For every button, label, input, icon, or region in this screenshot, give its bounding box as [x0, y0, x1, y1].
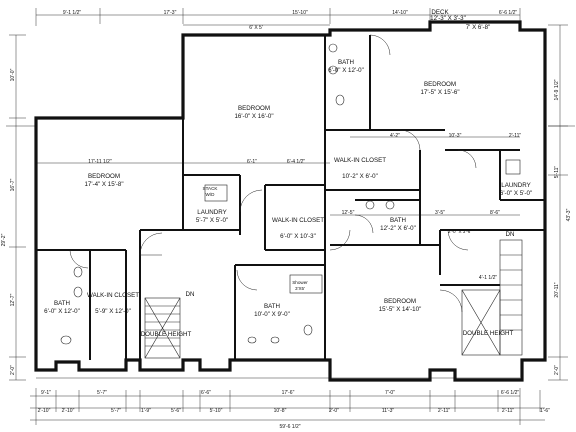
svg-text:1'-6": 1'-6": [540, 408, 550, 414]
bedroom-1-size: 16'-0" X 16'-0": [234, 113, 273, 120]
doors: [69, 34, 477, 313]
svg-text:9'-1 1/2": 9'-1 1/2": [63, 10, 82, 16]
laundry-1-size: 5'-7" X 5'-0": [196, 217, 228, 224]
svg-text:17'-11 1/2": 17'-11 1/2": [88, 159, 112, 165]
closet-size-label: 2'-0" X 3'-6": [448, 229, 472, 234]
stairs-dn-label-1: DN: [186, 291, 195, 298]
bedroom-1-name: BEDROOM: [238, 105, 270, 112]
wic-2-name: WALK-IN CLOSET: [87, 292, 139, 299]
stack-name: STACK: [203, 186, 219, 191]
svg-text:5'-11": 5'-11": [554, 166, 560, 179]
stack-size: W/D: [206, 192, 216, 197]
deck-dim: 7' X 6'-8": [466, 24, 491, 31]
svg-text:9'-1": 9'-1": [41, 390, 51, 396]
svg-text:59'-6 1/2": 59'-6 1/2": [279, 424, 300, 430]
bath-3-name: BATH: [264, 303, 280, 310]
double-height-2-label: DOUBLE HEIGHT: [463, 330, 514, 337]
svg-text:11'-3": 11'-3": [382, 408, 395, 414]
svg-text:6'-6 1/2": 6'-6 1/2": [501, 390, 520, 396]
svg-text:20'-11": 20'-11": [554, 282, 560, 297]
svg-text:5'-7": 5'-7": [97, 390, 107, 396]
svg-text:2'-10": 2'-10": [38, 408, 51, 414]
laundry-2-size: 6'-0" X 5'-0": [500, 190, 532, 197]
bedroom-2-name: BEDROOM: [88, 173, 120, 180]
svg-text:17'-3": 17'-3": [164, 10, 177, 16]
dimension-text: 9'-1 1/2" 17'-3" 15'-10" 14'-10" 6'-6 1/…: [1, 10, 572, 430]
svg-text:2'-0": 2'-0": [329, 408, 339, 414]
svg-text:4'-2": 4'-2": [390, 133, 400, 139]
svg-text:6'-6": 6'-6": [201, 390, 211, 396]
bath-1-size: 6'-0" X 12'-0": [44, 308, 80, 315]
svg-text:6' X 5': 6' X 5': [249, 25, 263, 31]
stairs-right: [461, 239, 523, 356]
deck-name: DECK: [431, 9, 449, 16]
stairs-dn-label-2: DN: [506, 231, 515, 238]
bath-2-size: 6'-0" X 12'-0": [328, 67, 364, 74]
laundry-2-name: LAUNDRY: [501, 182, 530, 189]
svg-text:5'-6": 5'-6": [171, 408, 181, 414]
shower-size: 3'X5': [295, 286, 305, 291]
svg-text:6'-4 1/2": 6'-4 1/2": [287, 159, 306, 165]
shower-label: Shower: [292, 280, 308, 285]
bath-1-name: BATH: [54, 300, 70, 307]
stairs-left: [144, 297, 181, 359]
svg-text:10'-3": 10'-3": [449, 133, 462, 139]
svg-text:17'-6": 17'-6": [282, 390, 295, 396]
room-labels: BEDROOM 16'-0" X 16'-0" BEDROOM 17'-4" X…: [44, 9, 532, 338]
wic-3-size: 10'-2" X 6'-0": [342, 173, 378, 180]
svg-text:14'-9 1/2": 14'-9 1/2": [554, 79, 560, 100]
svg-text:5'-10": 5'-10": [210, 408, 223, 414]
svg-text:10'-8": 10'-8": [274, 408, 287, 414]
wic-3-name: WALK-IN CLOSET: [334, 157, 386, 164]
svg-text:2'-11": 2'-11": [502, 408, 515, 414]
svg-text:16'-7": 16'-7": [10, 178, 16, 191]
svg-text:1'-9": 1'-9": [141, 408, 151, 414]
wic-2-size: 5'-9" X 12'-0": [95, 308, 131, 315]
bath-2-name: BATH: [338, 59, 354, 66]
svg-text:6'-6 1/2": 6'-6 1/2": [499, 10, 518, 16]
bath-4-name: BATH: [390, 217, 406, 224]
interior-walls: [36, 35, 545, 360]
svg-text:5'-7": 5'-7": [111, 408, 121, 414]
svg-text:15'-10": 15'-10": [292, 10, 308, 16]
exterior-walls: [34, 20, 547, 382]
svg-text:2'-11": 2'-11": [438, 408, 451, 414]
bedroom-2-size: 17'-4" X 15'-8": [84, 181, 123, 188]
laundry-1-name: LAUNDRY: [197, 209, 226, 216]
wic-1-name: WALK-IN CLOSET: [272, 217, 324, 224]
svg-text:29'-2": 29'-2": [1, 233, 7, 246]
bedroom-4-size: 15'-5" X 14'-10": [379, 306, 422, 313]
fixtures: [60, 43, 521, 345]
svg-text:43'-3": 43'-3": [566, 208, 572, 221]
bedroom-4-name: BEDROOM: [384, 298, 416, 305]
bedroom-3-size: 17'-5" X 15'-6": [420, 89, 459, 96]
svg-text:12'-5": 12'-5": [342, 210, 355, 216]
double-height-1-label: DOUBLE HEIGHT: [141, 331, 192, 338]
wic-1-size: 6'-0" X 10'-3": [280, 233, 316, 240]
svg-text:8'-6": 8'-6": [490, 210, 500, 216]
svg-text:6'-1": 6'-1": [247, 159, 257, 165]
svg-text:2'-11": 2'-11": [509, 133, 522, 139]
svg-text:10'-0": 10'-0": [10, 68, 16, 81]
svg-text:12'-7": 12'-7": [10, 293, 16, 306]
svg-text:2'-0": 2'-0": [10, 365, 16, 375]
svg-text:3'-5": 3'-5": [435, 210, 445, 216]
svg-text:2'-0": 2'-0": [554, 365, 560, 375]
bath-4-size: 12'-2" X 6'-0": [380, 225, 416, 232]
deck-size: 12'-3" X 3'-3": [430, 15, 466, 22]
bedroom-3-name: BEDROOM: [424, 81, 456, 88]
dimension-lines: [6, 8, 575, 425]
svg-text:4'-1 1/2": 4'-1 1/2": [479, 275, 498, 281]
bath-3-size: 10'-0" X 9'-0": [254, 311, 290, 318]
svg-text:14'-10": 14'-10": [392, 10, 408, 16]
svg-text:2'-10": 2'-10": [62, 408, 75, 414]
svg-text:7'-0": 7'-0": [385, 390, 395, 396]
